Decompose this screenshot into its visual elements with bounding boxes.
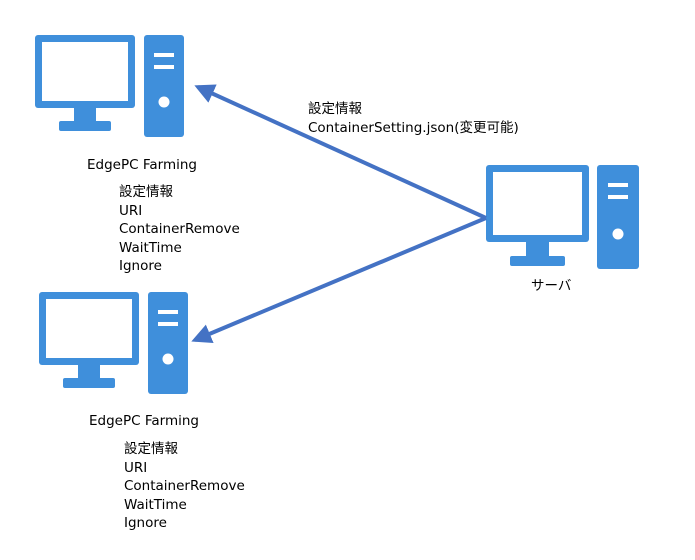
tower-icon: [144, 35, 184, 137]
monitor-screen: [493, 172, 582, 235]
settings-item: Ignore: [124, 515, 167, 531]
edge-top-settings-list: 設定情報 URI ContainerRemove WaitTime Ignore: [119, 183, 240, 276]
settings-item: ContainerRemove: [124, 478, 245, 494]
power-button-icon: [162, 353, 174, 365]
drive-slot-icon: [158, 322, 178, 326]
monitor-screen: [46, 299, 132, 358]
monitor-stand-icon: [74, 108, 96, 121]
settings-item: 設定情報: [119, 184, 173, 200]
monitor-stand-icon: [526, 242, 549, 256]
drive-slot-icon: [154, 53, 174, 57]
monitor-base-icon: [510, 256, 565, 266]
tower-icon: [148, 292, 188, 394]
tower-icon: [597, 165, 639, 269]
settings-item: WaitTime: [124, 496, 187, 513]
monitor-base-icon: [63, 378, 115, 388]
monitor-stand-icon: [78, 365, 100, 378]
arrow-label-settings: 設定情報 ContainerSetting.json(変更可能): [308, 100, 519, 137]
settings-item: WaitTime: [119, 239, 182, 256]
drive-slot-icon: [608, 195, 628, 199]
computer-icon-edge-bottom: [39, 292, 188, 394]
arrow-server-to-edge-bottom: [191, 216, 487, 344]
edge-bottom-settings-list: 設定情報 URI ContainerRemove WaitTime Ignore: [124, 440, 245, 533]
settings-item: ContainerRemove: [119, 221, 240, 237]
monitor-base-icon: [59, 121, 111, 131]
computer-icon-server: [486, 165, 639, 269]
server-title: サーバ: [531, 278, 572, 294]
edge-top-title: EdgePC Farming: [87, 157, 197, 173]
power-button-icon: [158, 96, 170, 108]
settings-item: URI: [119, 202, 143, 219]
arrow-label-line: ContainerSetting.json(変更可能): [308, 119, 519, 136]
arrow-label-line: 設定情報: [308, 101, 362, 117]
computer-icon-edge-top: [35, 35, 184, 137]
drive-slot-icon: [158, 310, 178, 314]
settings-item: 設定情報: [124, 441, 178, 457]
settings-item: URI: [124, 459, 148, 476]
arrow-server-to-edge-top: [194, 84, 487, 220]
drive-slot-icon: [154, 65, 174, 69]
monitor-screen: [42, 42, 128, 101]
power-button-icon: [612, 228, 624, 240]
settings-item: Ignore: [119, 258, 162, 274]
edge-bottom-title: EdgePC Farming: [89, 413, 199, 429]
drive-slot-icon: [608, 183, 628, 187]
